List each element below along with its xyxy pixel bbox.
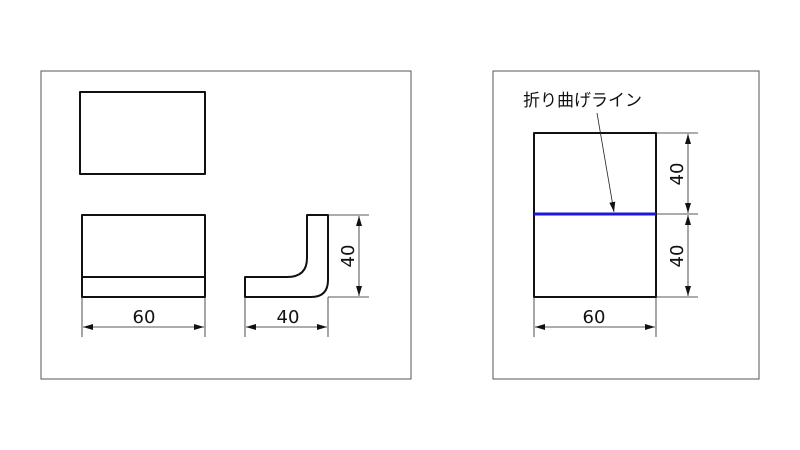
dimension-width-60: 60 [533,297,657,337]
bend-line-label: 折り曲げライン [523,91,642,111]
dimension-label: 40 [667,163,688,186]
dimension-label: 40 [667,245,688,268]
dimension-upper-height-40: 40 [656,132,698,215]
dimension-side-height-40: 40 [328,214,369,298]
dimension-side-width-40: 40 [244,297,329,337]
dimension-label: 60 [583,307,606,328]
top-view [79,91,206,175]
dimension-lower-height-40: 40 [656,215,698,298]
panel-frame [40,70,412,380]
front-view [81,214,206,298]
panel-frame [492,70,760,380]
leader-arrow [596,112,616,213]
dimension-width-60: 60 [81,297,206,337]
flat-pattern-panel: 折り曲げライン 40 40 60 [492,70,760,380]
dimension-label: 40 [277,307,300,328]
dimension-label: 60 [133,307,156,328]
three-view-panel: 60 40 40 [40,70,412,380]
dimension-label: 40 [338,245,359,268]
